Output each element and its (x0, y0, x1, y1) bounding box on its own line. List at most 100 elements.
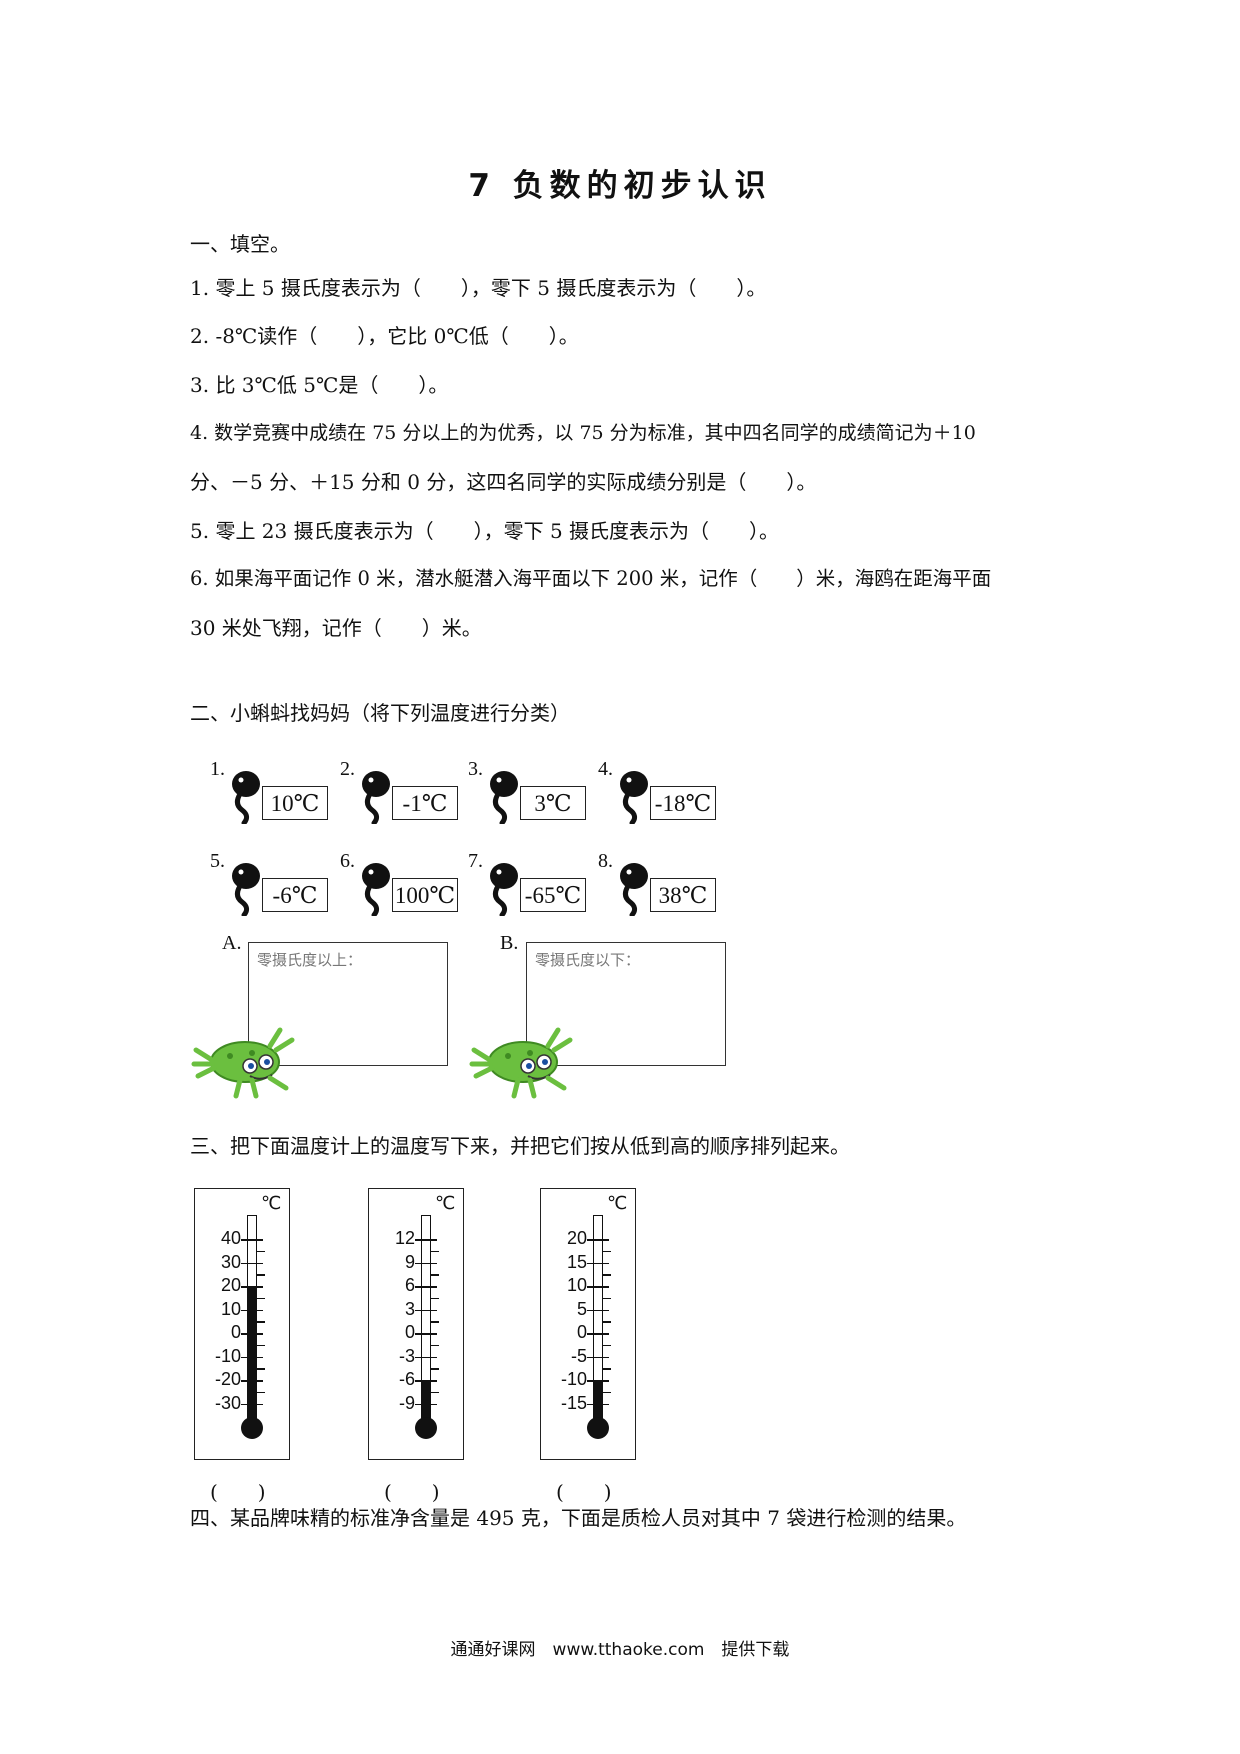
question-4-line-1: 4. 数学竞赛中成绩在 75 分以上的为优秀，以 75 分为标准，其中四名同学的… (190, 422, 976, 444)
thermometer-tick-label: -9 (398, 1392, 415, 1413)
thermometer-tick-label: 9 (404, 1251, 415, 1272)
temperature-box: 38℃ (650, 878, 716, 912)
thermometer-tick-label: 15 (566, 1251, 587, 1272)
thermometer-minor-tick (603, 1344, 611, 1347)
temperature-box: -1℃ (392, 786, 458, 820)
category-a-box: 零摄氏度以上： (248, 942, 448, 1066)
thermometer-tick-mark (587, 1356, 609, 1358)
tadpole-number: 1. (210, 758, 225, 780)
tadpole-number: 5. (210, 850, 225, 872)
category-b-letter: B. (500, 932, 519, 954)
question-5: 5. 零上 23 摄氏度表示为（ ），零下 5 摄氏度表示为（ ）。 (190, 519, 780, 543)
thermometer-tick-label: 5 (576, 1298, 587, 1319)
question-1: 1. 零上 5 摄氏度表示为（ ），零下 5 摄氏度表示为（ ）。 (190, 276, 767, 300)
frog-icon (191, 1027, 295, 1099)
thermometer-tick-mark (241, 1380, 263, 1382)
thermometer-tick-label: 6 (404, 1275, 415, 1295)
thermometer-minor-tick (257, 1321, 265, 1323)
thermometer-tick-mark (241, 1403, 263, 1405)
thermometer-minor-tick (257, 1368, 265, 1370)
answer-blank[interactable]: ( ) (556, 1480, 612, 1504)
thermometer-tick-mark (415, 1286, 437, 1288)
thermometer-tick-label: -3 (398, 1345, 415, 1366)
thermometer-minor-tick (603, 1321, 611, 1323)
thermometer-mercury (247, 1286, 257, 1425)
thermometer-minor-tick (431, 1250, 439, 1253)
thermometer-mercury (593, 1380, 603, 1425)
question-6-line-1: 6. 如果海平面记作 0 米，潜水艇潜入海平面以下 200 米，记作（ ）米，海… (190, 567, 992, 590)
thermometer-bulb (587, 1417, 609, 1439)
tadpole-icon (620, 863, 648, 916)
thermometer-minor-tick (257, 1391, 265, 1394)
tadpole-number: 6. (340, 850, 355, 872)
thermometer-tick-label: 10 (566, 1275, 587, 1295)
thermometer-tick-label: 20 (220, 1275, 241, 1295)
thermometer-tick-mark (587, 1403, 609, 1405)
thermometer-minor-tick (431, 1368, 439, 1370)
thermometer-tick-label: -15 (560, 1392, 587, 1413)
thermometer-tick-mark (587, 1309, 609, 1311)
thermometer-tick-mark (415, 1403, 437, 1405)
thermometer-tick-mark (241, 1356, 263, 1358)
thermometer-minor-tick (431, 1274, 439, 1276)
temperature-box: -18℃ (650, 786, 716, 820)
section-3-heading: 三、把下面温度计上的温度写下来，并把它们按从低到高的顺序排列起来。 (190, 1134, 850, 1158)
thermometer-tick-mark (241, 1309, 263, 1311)
thermometer-tick-mark (241, 1239, 263, 1241)
answer-blank[interactable]: ( ) (210, 1480, 266, 1504)
thermometer-tick-label: 30 (220, 1251, 241, 1272)
thermometer-tick-mark (415, 1380, 437, 1382)
thermometer-minor-tick (603, 1391, 611, 1394)
thermometer-minor-tick (257, 1344, 265, 1347)
category-b-label: 零摄氏度以下： (535, 951, 641, 969)
tadpole-number: 7. (468, 850, 483, 872)
tadpole-number: 8. (598, 850, 613, 872)
question-6-line-2: 30 米处飞翔，记作（ ）米。 (190, 616, 482, 640)
question-3: 3. 比 3℃低 5℃是（ ）。 (190, 373, 449, 397)
thermometer-tick-label: 20 (566, 1228, 587, 1248)
thermometer-minor-tick (431, 1391, 439, 1394)
thermometer-tick-label: 40 (220, 1228, 241, 1248)
thermometer-tick-mark (241, 1262, 263, 1264)
tadpole-icon (232, 771, 260, 824)
thermometer-tick-mark (415, 1262, 437, 1264)
tadpole-number: 2. (340, 758, 355, 780)
thermometer-mercury (421, 1380, 431, 1425)
thermometer-tick-mark (587, 1286, 609, 1288)
thermometer-minor-tick (431, 1321, 439, 1323)
tadpole-icon (490, 771, 518, 824)
tadpole-number: 3. (468, 758, 483, 780)
thermometer-tick-mark (587, 1333, 609, 1335)
thermometer-tick-mark (415, 1239, 437, 1241)
tadpole-icon (232, 863, 260, 916)
thermometer-bulb (415, 1417, 437, 1439)
thermometer-minor-tick (603, 1297, 611, 1300)
thermometer-tick-label: 0 (230, 1322, 241, 1342)
answer-blank[interactable]: ( ) (384, 1480, 440, 1504)
thermometer-tick-mark (587, 1380, 609, 1382)
temperature-box: 100℃ (392, 878, 458, 912)
thermometer-tick-label: 0 (576, 1322, 587, 1342)
section-4-heading: 四、某品牌味精的标准净含量是 495 克，下面是质检人员对其中 7 袋进行检测的… (190, 1506, 967, 1530)
thermometer-minor-tick (257, 1274, 265, 1276)
tadpole-icon (490, 863, 518, 916)
thermometer-unit: ℃ (261, 1193, 282, 1214)
tadpole-icon (362, 863, 390, 916)
temperature-box: 10℃ (262, 786, 328, 820)
thermometer-tick-mark (587, 1239, 609, 1241)
thermometer-minor-tick (603, 1274, 611, 1276)
thermometer-unit: ℃ (607, 1193, 628, 1214)
thermometer-tick-mark (241, 1333, 263, 1335)
section-1-heading: 一、填空。 (190, 232, 290, 256)
category-b-box: 零摄氏度以下： (526, 942, 726, 1066)
temperature-box: 3℃ (520, 786, 586, 820)
thermometer-tick-mark (415, 1333, 437, 1335)
thermometer-tick-mark (587, 1262, 609, 1264)
thermometer-tick-label: 3 (404, 1298, 415, 1319)
thermometer-tick-mark (415, 1356, 437, 1358)
thermometer-minor-tick (257, 1250, 265, 1253)
thermometer-tick-mark (241, 1286, 263, 1288)
thermometer-tick-label: 0 (404, 1322, 415, 1342)
